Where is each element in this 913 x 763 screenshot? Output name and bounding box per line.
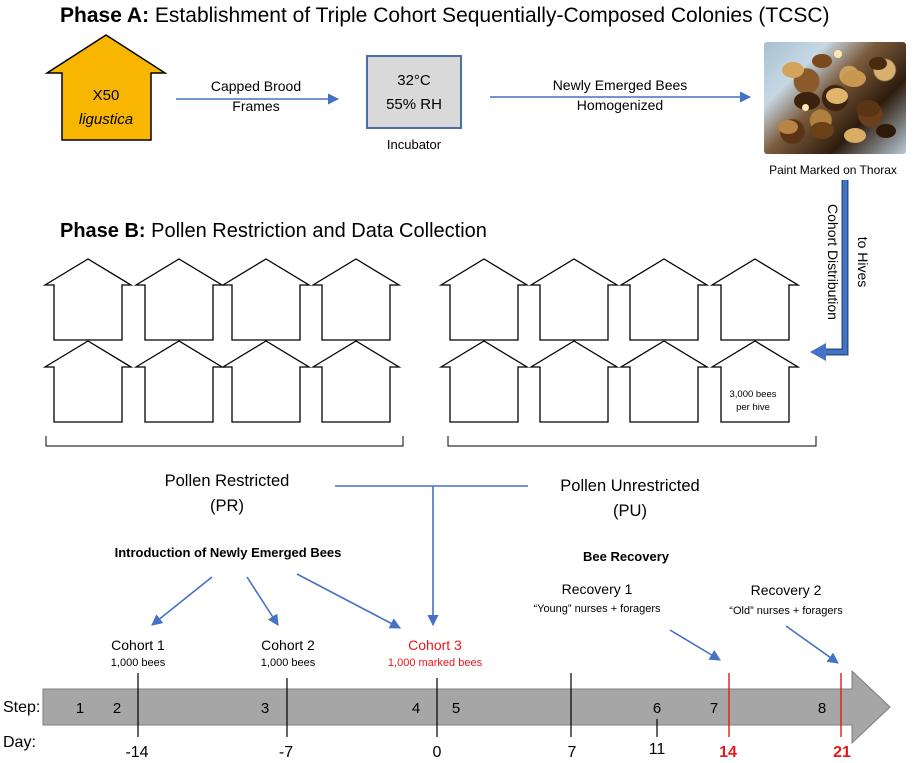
pu-label: Pollen Unrestricted: [560, 477, 699, 495]
pr-hive-6: [133, 340, 225, 423]
pu-bracket: [447, 436, 817, 447]
cohort1-size: 1,000 bees: [111, 657, 166, 669]
pu-abbrev: (PU): [613, 502, 647, 520]
recovery1-name: Recovery 1: [562, 581, 633, 597]
day-14: 14: [719, 744, 737, 761]
hive-note-1: 3,000 bees: [729, 389, 776, 400]
cohort1-arrow: [151, 576, 213, 626]
recovery1-arrow: [669, 629, 721, 661]
day-11: 11: [649, 741, 666, 758]
pu-hive-8: [709, 340, 801, 423]
pr-hive-5: [42, 340, 134, 423]
pu-hive-1: [438, 258, 530, 341]
pu-hive-grid: [438, 258, 801, 423]
pu-hive-6: [528, 340, 620, 423]
introduction-heading: Introduction of Newly Emerged Bees: [115, 545, 342, 560]
incubator-rh: 55% RH: [386, 96, 442, 113]
pr-hive-4: [310, 258, 402, 341]
phase-a-title: Phase A: Establishment of Triple Cohort …: [60, 4, 830, 27]
cohort1-name: Cohort 1: [111, 637, 165, 653]
distribution-label-1: Cohort Distribution: [825, 204, 841, 320]
pu-hive-5: [438, 340, 530, 423]
distribution-arrow: [810, 180, 849, 361]
brood-arrow-label-2: Frames: [232, 98, 279, 114]
pr-bracket: [45, 436, 404, 447]
pu-hive-4: [709, 258, 801, 341]
pr-hive-3: [220, 258, 312, 341]
cohort3-name: Cohort 3: [408, 637, 462, 653]
pr-abbrev: (PR): [210, 497, 244, 515]
step-6: 6: [653, 700, 661, 717]
step-3: 3: [261, 700, 269, 717]
step-7: 7: [710, 700, 718, 717]
incubator-label: Incubator: [387, 137, 442, 152]
pr-hive-grid: [42, 258, 402, 423]
marked-bees-photo: [764, 42, 906, 154]
day-21: 21: [833, 744, 851, 761]
source-hive-species: ligustica: [79, 111, 133, 128]
day-0: 0: [433, 744, 442, 761]
source-hive-count: X50: [93, 87, 120, 104]
incubator-temp: 32°C: [397, 72, 431, 89]
phase-b-title: Phase B: Pollen Restriction and Data Col…: [60, 220, 487, 242]
incubator-box: [366, 55, 462, 129]
pu-hive-2: [528, 258, 620, 341]
source-hive: X50 ligustica: [44, 34, 168, 141]
brood-arrow-label-1: Capped Brood: [211, 78, 301, 94]
pr-hive-8: [310, 340, 402, 423]
pu-hive-7: [618, 340, 710, 423]
hive-note-2: per hive: [736, 402, 770, 413]
day-7: 7: [568, 744, 577, 761]
recovery1-desc: “Young” nurses + foragers: [533, 603, 661, 615]
step-1: 1: [76, 700, 84, 717]
pr-hive-2: [133, 258, 225, 341]
recovery2-arrow: [785, 625, 839, 664]
pr-hive-1: [42, 258, 134, 341]
source-hive-shape: [44, 34, 168, 141]
day-minus7: -7: [279, 744, 293, 761]
step-label: Step:: [3, 699, 40, 716]
timeline-arrow: [42, 669, 891, 745]
cohort2-size: 1,000 bees: [261, 657, 316, 669]
distribution-label-2: to Hives: [855, 237, 871, 288]
emerged-arrow-label-2: Homogenized: [577, 97, 663, 113]
pr-label: Pollen Restricted: [165, 472, 290, 490]
step-4: 4: [412, 700, 420, 717]
cohort3-size: 1,000 marked bees: [388, 657, 483, 669]
day-label: Day:: [3, 734, 36, 751]
day-minus14: -14: [125, 744, 148, 761]
recovery2-name: Recovery 2: [751, 582, 822, 598]
pr-hive-7: [220, 340, 312, 423]
recovery2-desc: “Old” nurses + foragers: [729, 605, 843, 617]
step-2: 2: [113, 700, 121, 717]
recovery-heading: Bee Recovery: [583, 549, 670, 564]
emerged-arrow-label-1: Newly Emerged Bees: [553, 77, 688, 93]
cohort3-arrow: [296, 573, 401, 629]
pu-hive-3: [618, 258, 710, 341]
step-5: 5: [452, 700, 460, 717]
cohort2-arrow: [246, 576, 279, 626]
cohort2-name: Cohort 2: [261, 637, 315, 653]
step-8: 8: [818, 700, 826, 717]
photo-caption: Paint Marked on Thorax: [769, 163, 897, 177]
